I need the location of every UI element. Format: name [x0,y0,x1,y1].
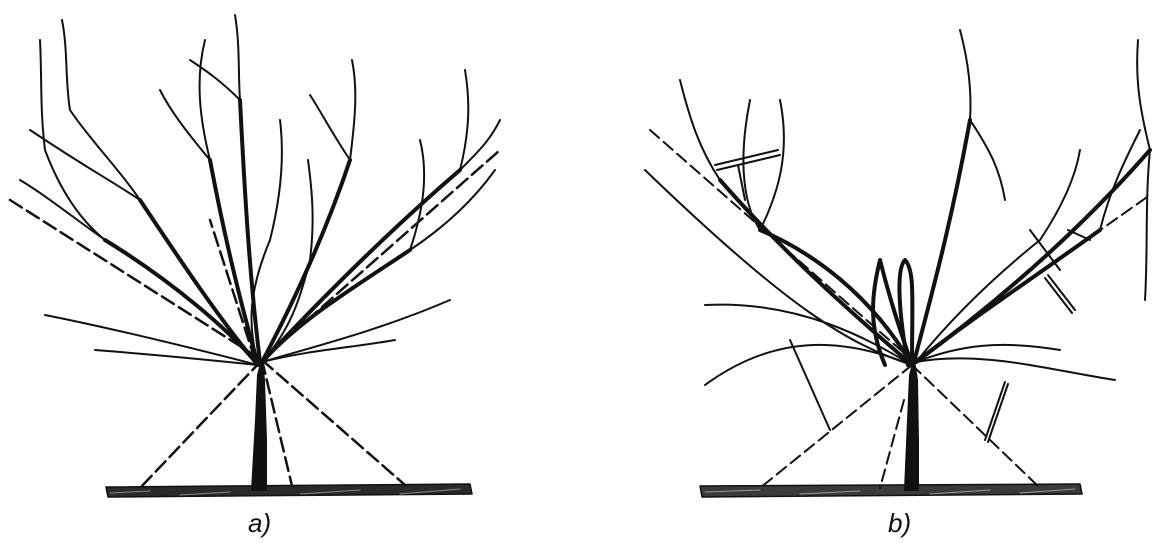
panel-b-illustration [645,30,1150,497]
panel-a-trunk [252,360,266,490]
panel-b-branches [720,120,1150,365]
panel-b-ground [700,484,1082,497]
panel-a-ground [106,484,472,497]
panel-b-spreaders [715,150,1090,442]
panel-a-illustration [10,15,500,497]
panel-a-twigs [20,15,500,365]
panel-b-twigs [645,30,1150,385]
panel-b-trunk [905,360,918,490]
panel-b-caption: b) [888,508,911,539]
panel-a-caption: a) [248,508,271,539]
